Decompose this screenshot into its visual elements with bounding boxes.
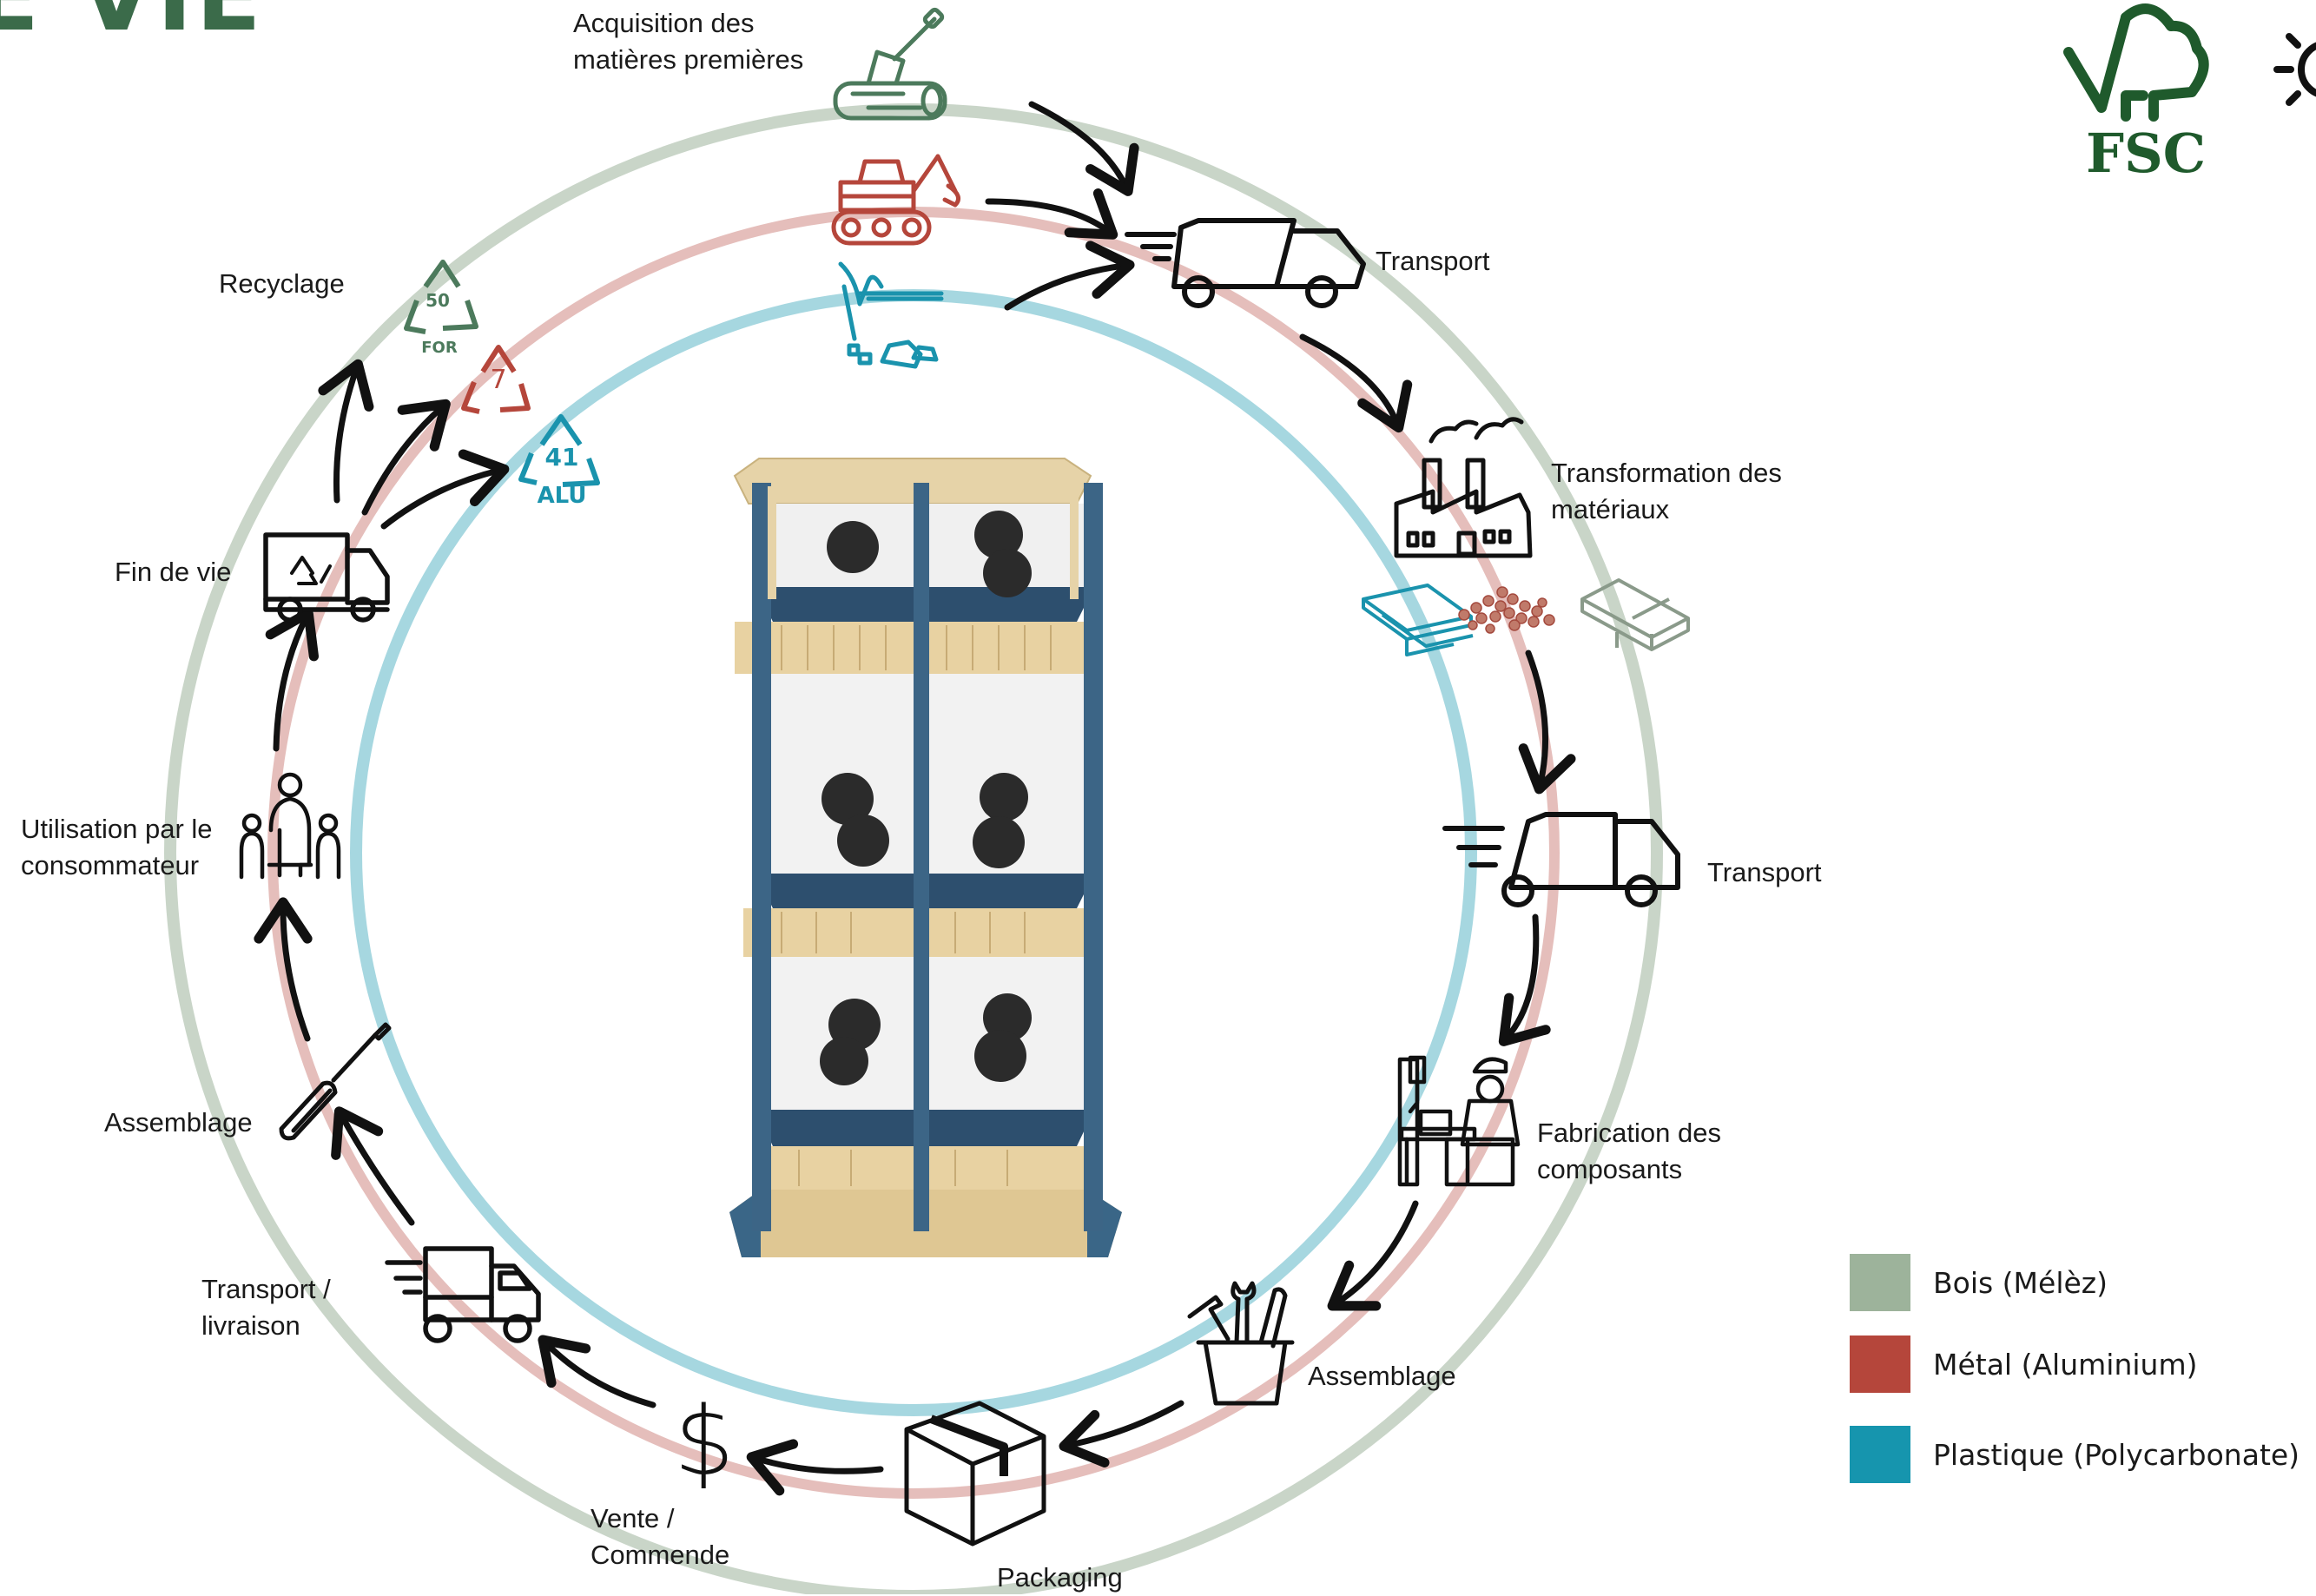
recycle-plastic-code: ALU (537, 483, 587, 509)
arrow-end-plastic (380, 449, 510, 530)
log-axe-icon (833, 7, 947, 121)
page-title-fragment: E VIE (0, 0, 265, 52)
pickaxe-icon (838, 261, 944, 369)
recycle-wood-icon (404, 260, 478, 334)
arrow-transport-transform (1299, 333, 1413, 433)
recycle-wood-code: FOR (421, 339, 458, 357)
arrow-acq-plastic (1004, 241, 1135, 311)
package-box-icon (904, 1401, 1046, 1547)
arrow-transport-assembly (331, 1106, 415, 1226)
fsc-logo-text: FSC (2086, 122, 2207, 185)
factory-icon (1394, 417, 1533, 558)
arrow-fab-assembly (1327, 1200, 1419, 1311)
toolbox-icon (1187, 1281, 1295, 1406)
arrow-assembly-packaging (1059, 1400, 1184, 1467)
stage-label-fabrication: Fabrication des composants (1537, 1118, 1721, 1184)
arrow-acq-metal (985, 188, 1118, 240)
delivery-truck-icon (385, 1246, 541, 1343)
legend-label-metal: Métal (Aluminium) (1933, 1347, 2198, 1382)
sun-icon (2273, 33, 2316, 106)
arrow-vente-transport (538, 1335, 657, 1408)
stage-label-assemblage-2: Assemblage (104, 1107, 253, 1138)
stage-label-transport-1: Transport (1376, 246, 1490, 276)
arrow-transform-transport (1518, 650, 1576, 795)
arrow-end-wood (318, 359, 374, 504)
fsc-tree-icon (2063, 3, 2209, 122)
arrow-end-metal (361, 399, 451, 516)
arrow-acq-wood (1028, 101, 1139, 196)
arrow-assembly-use (254, 897, 313, 1042)
worker-machine-icon (1397, 1055, 1521, 1187)
truck-icon (1125, 218, 1366, 308)
stage-label-packaging: Packaging (997, 1562, 1123, 1593)
screwdriver-icon (279, 1022, 392, 1141)
stage-label-fin-de-vie: Fin de vie (115, 557, 232, 587)
recycle-metal-icon (461, 345, 531, 414)
stage-label-transport-3: Transport / livraison (201, 1274, 331, 1341)
stage-label-vente: Vente / Commende (591, 1503, 730, 1570)
stage-label-recyclage: Recyclage (219, 268, 345, 299)
legend-swatch-wood (1850, 1254, 1910, 1311)
legend-item-metal: Métal (Aluminium) (1850, 1335, 2197, 1393)
recycling-truck-icon (263, 532, 390, 623)
recycle-metal-number: 7 (490, 365, 507, 395)
dollar-icon: $ (674, 1386, 735, 1497)
stage-label-utilisation: Utilisation par le consommateur (21, 814, 213, 880)
granules-icon (1458, 586, 1555, 634)
stage-label-transport-2: Transport (1707, 857, 1822, 887)
stage-label-transformation: Transformation des matériaux (1551, 458, 1782, 524)
arrow-use-end (265, 608, 320, 752)
planks-icon (1580, 578, 1690, 651)
product-image (729, 458, 1122, 1257)
arrow-transport-fab (1498, 913, 1551, 1046)
legend-label-plastic: Plastique (Polycarbonate) (1933, 1437, 2300, 1472)
legend-item-wood: Bois (Mélèz) (1850, 1254, 2108, 1311)
excavator-icon (831, 154, 961, 246)
legend-swatch-plastic (1850, 1426, 1910, 1483)
legend-label-wood: Bois (Mélèz) (1933, 1265, 2108, 1300)
family-icon (239, 772, 341, 880)
truck-icon (1442, 812, 1680, 907)
recycle-plastic-icon (518, 414, 600, 487)
legend-item-plastic: Plastique (Polycarbonate) (1850, 1426, 2300, 1483)
legend-swatch-metal (1850, 1335, 1910, 1393)
recycle-plastic-number: 41 (544, 443, 579, 472)
recycle-wood-number: 50 (426, 290, 450, 311)
arrow-packaging-vente (746, 1439, 884, 1496)
stage-label-assemblage-1: Assemblage (1308, 1361, 1456, 1391)
stage-label-acquisition: Acquisition des matières premières (573, 8, 804, 75)
